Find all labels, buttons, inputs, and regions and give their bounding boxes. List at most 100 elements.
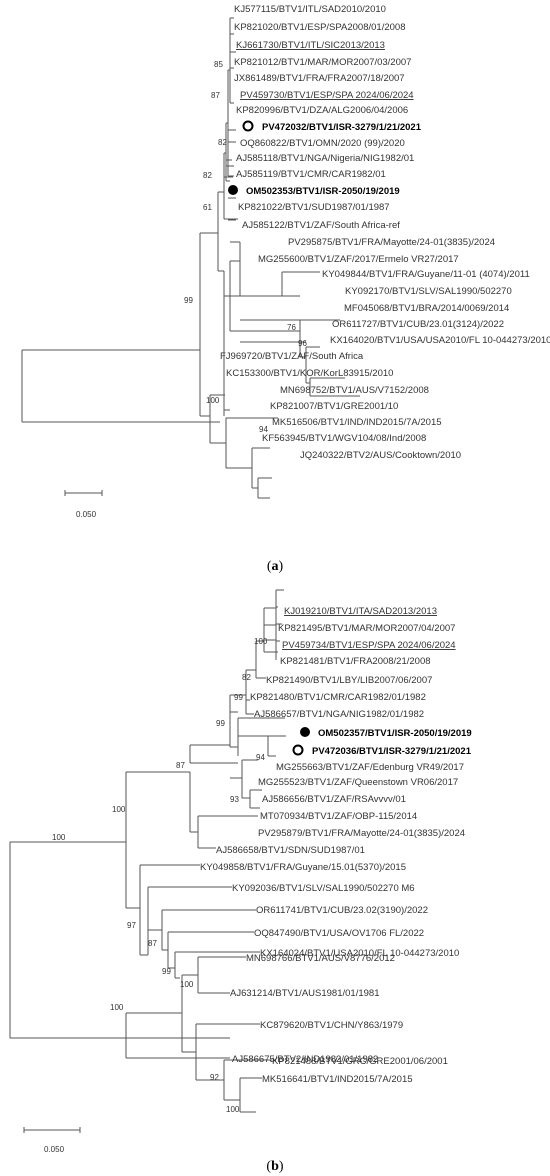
leaf-label: AJ585119/BTV1/CMR/CAR1982/01	[236, 169, 386, 180]
bootstrap-value: 61	[203, 203, 212, 212]
bootstrap-value: 76	[287, 323, 296, 332]
panel-a-leaf-labels: KJ577115/BTV1/ITL/SAD2010/2010 KP821020/…	[220, 4, 550, 461]
bootstrap-value: 82	[203, 171, 212, 180]
leaf-label: JX861489/BTV1/FRA/FRA2007/18/2007	[234, 73, 405, 84]
leaf-label: KY092170/BTV1/SLV/SAL1990/502270	[345, 286, 512, 297]
leaf-label: MG255663/BTV1/ZAF/Edenburg VR49/2017	[276, 762, 464, 773]
scale-bar-label: 0.050	[44, 1145, 65, 1154]
open-circle-marker	[242, 120, 254, 132]
leaf-label: KP821020/BTV1/ESP/SPA2008/01/2008	[234, 22, 405, 33]
bootstrap-value: 82	[218, 138, 227, 147]
panel-b-bootstrap-values: 100 82 99 99 94 87 93 100 100 97 87 99 1…	[52, 637, 268, 1114]
bootstrap-value: 94	[259, 425, 268, 434]
panel-b-branches	[9, 589, 286, 1113]
leaf-label: KP821022/BTV1/SUD1987/01/1987	[238, 202, 390, 213]
leaf-label: AJ586657/BTV1/NGA/NIG1982/01/1982	[254, 709, 424, 720]
leaf-label: MN698752/BTV1/AUS/V7152/2008	[280, 385, 429, 396]
panel-b-leaf-labels: KJ019210/BTV1/ITA/SAD2013/2013 KP821495/…	[200, 606, 472, 959]
bootstrap-value: 87	[148, 939, 157, 948]
bootstrap-value: 97	[127, 921, 136, 930]
bootstrap-value: 100	[226, 1105, 240, 1114]
panel-a-scale-bar: 0.050	[64, 490, 103, 519]
panel-label-a: (a)	[267, 559, 284, 574]
leaf-label: FJ969720/BTV1/ZAF/South Africa	[220, 351, 364, 362]
leaf-label: MK516641/BTV1/IND2015/7A/2015	[262, 1074, 413, 1085]
bootstrap-value: 100	[206, 396, 220, 405]
leaf-label-highlight: OM502353/BTV1/ISR-2050/19/2019	[246, 186, 400, 197]
leaf-label-highlight: PV472032/BTV1/ISR-3279/1/21/2021	[262, 122, 422, 133]
open-circle-marker	[292, 744, 304, 756]
filled-circle-marker	[300, 727, 310, 737]
leaf-label: OR611741/BTV1/CUB/23.02(3190)/2022	[256, 905, 428, 916]
leaf-label: KP821495/BTV1/MAR/MOR2007/04/2007	[278, 623, 455, 634]
bootstrap-value: 87	[211, 91, 220, 100]
panel-a-branches	[21, 17, 360, 499]
bootstrap-value: 100	[52, 833, 66, 842]
leaf-label: KP821490/BTV1/LBY/LIB2007/06/2007	[266, 675, 432, 686]
bootstrap-value: 92	[210, 1073, 219, 1082]
panel-b-scale-bar: 0.050	[23, 1127, 81, 1154]
leaf-label: AJ586675/BTV2/IND1982/01/1982	[232, 1054, 378, 1065]
bootstrap-value: 100	[110, 1003, 124, 1012]
panel-b-leaf-labels-lower: MN698766/BTV1/AUS/V8776/2012 AJ631214/BT…	[230, 953, 448, 1085]
leaf-label: KJ019210/BTV1/ITA/SAD2013/2013	[284, 606, 437, 617]
leaf-label: KP821480/BTV1/CMR/CAR1982/01/1982	[250, 692, 426, 703]
leaf-label: PV459734/BTV1/ESP/SPA 2024/06/2024	[282, 640, 456, 651]
leaf-label: KX164024/BTV1/USA2010/FL 10-044273/2010	[260, 948, 459, 959]
leaf-label: AJ585118/BTV1/NGA/Nigeria/NIG1982/01	[236, 153, 414, 164]
leaf-label: MF045068/BTV1/BRA/2014/0069/2014	[344, 303, 509, 314]
leaf-label: MT070934/BTV1/ZAF/OBP-115/2014	[260, 811, 417, 822]
leaf-label: OQ847490/BTV1/USA/OV1706 FL/2022	[254, 928, 424, 939]
bootstrap-value: 85	[214, 60, 223, 69]
leaf-label: KJ661730/BTV1/ITL/SIC2013/2013	[236, 40, 385, 51]
panel-a-bootstrap-values: 85 87 82 82 61 99 76 96 100 94	[184, 60, 307, 434]
leaf-label: KC153300/BTV1/KOR/KorL83915/2010	[226, 368, 393, 379]
leaf-label: PV459730/BTV1/ESP/SPA 2024/06/2024	[240, 90, 414, 101]
bootstrap-value: 99	[162, 967, 171, 976]
leaf-label: OQ860822/BTV1/OMN/2020 (99)/2020	[240, 138, 405, 149]
panel-label-b: (b)	[266, 1159, 283, 1174]
filled-circle-marker	[228, 185, 238, 195]
bootstrap-value: 93	[230, 795, 239, 804]
leaf-label: KY049844/BTV1/FRA/Guyane/11-01 (4074)/20…	[322, 269, 530, 280]
bootstrap-value: 94	[256, 753, 265, 762]
leaf-label: KP821012/BTV1/MAR/MOR2007/03/2007	[234, 57, 411, 68]
leaf-label: KJ577115/BTV1/ITL/SAD2010/2010	[234, 4, 386, 15]
leaf-label: KP821481/BTV1/FRA2008/21/2008	[280, 656, 431, 667]
leaf-label: KY049858/BTV1/FRA/Guyane/15.01(5370)/201…	[200, 862, 406, 873]
leaf-label: AJ586656/BTV1/ZAF/RSAvvvv/01	[262, 794, 406, 805]
leaf-label: KP821007/BTV1/GRE2001/10	[270, 401, 398, 412]
leaf-label: KC879620/BTV1/CHN/Y863/1979	[260, 1020, 403, 1031]
leaf-label: KF563945/BTV1/WGV104/08/Ind/2008	[262, 433, 426, 444]
bootstrap-value: 99	[234, 693, 243, 702]
leaf-label: JQ240322/BTV2/AUS/Cooktown/2010	[300, 450, 461, 461]
bootstrap-value: 100	[180, 980, 194, 989]
leaf-label: KY092036/BTV1/SLV/SAL1990/502270 M6	[232, 883, 415, 894]
bootstrap-value: 87	[176, 761, 185, 770]
a-root	[21, 349, 220, 423]
leaf-label: AJ631214/BTV1/AUS1981/01/1981	[230, 988, 379, 999]
leaf-label: AJ586658/BTV1/SDN/SUD1987/01	[216, 845, 365, 856]
leaf-label: MG255523/BTV1/ZAF/Queenstown VR06/2017	[258, 777, 458, 788]
leaf-label: OR611727/BTV1/CUB/23.01(3124)/2022	[332, 319, 504, 330]
bootstrap-value: 100	[254, 637, 268, 646]
bootstrap-value: 100	[112, 805, 126, 814]
leaf-label-highlight: OM502357/BTV1/ISR-2050/19/2019	[318, 728, 472, 739]
bootstrap-value: 99	[216, 719, 225, 728]
bootstrap-value: 82	[242, 673, 251, 682]
leaf-label: MN698766/BTV1/AUS/V8776/2012	[246, 953, 395, 964]
leaf-label-highlight: PV472036/BTV1/ISR-3279/1/21/2021	[312, 746, 472, 757]
bootstrap-value: 99	[184, 296, 193, 305]
bootstrap-value: 96	[298, 339, 307, 348]
scale-bar-label: 0.050	[76, 510, 97, 519]
leaf-label: MG255600/BTV1/ZAF/2017/Ermelo VR27/2017	[258, 254, 459, 265]
leaf-label: KX164020/BTV1/USA/USA2010/FL 10-044273/2…	[330, 335, 550, 346]
leaf-label: KP820996/BTV1/DZA/ALG2006/04/2006	[236, 105, 408, 116]
panel-a-tree: KJ577115/BTV1/ITL/SAD2010/2010 KP821020/…	[21, 4, 550, 574]
leaf-label: AJ585122/BTV1/ZAF/South Africa-ref	[242, 220, 400, 231]
leaf-label: KP821488/BTV1/GRC/GRE2001/06/2001	[272, 1056, 448, 1067]
panel-b-tree: KJ019210/BTV1/ITA/SAD2013/2013 KP821495/…	[9, 589, 472, 1174]
leaf-label: MK516506/BTV1/IND/IND2015/7A/2015	[272, 417, 442, 428]
leaf-label: PV295879/BTV1/FRA/Mayotte/24-01(3835)/20…	[258, 828, 465, 839]
